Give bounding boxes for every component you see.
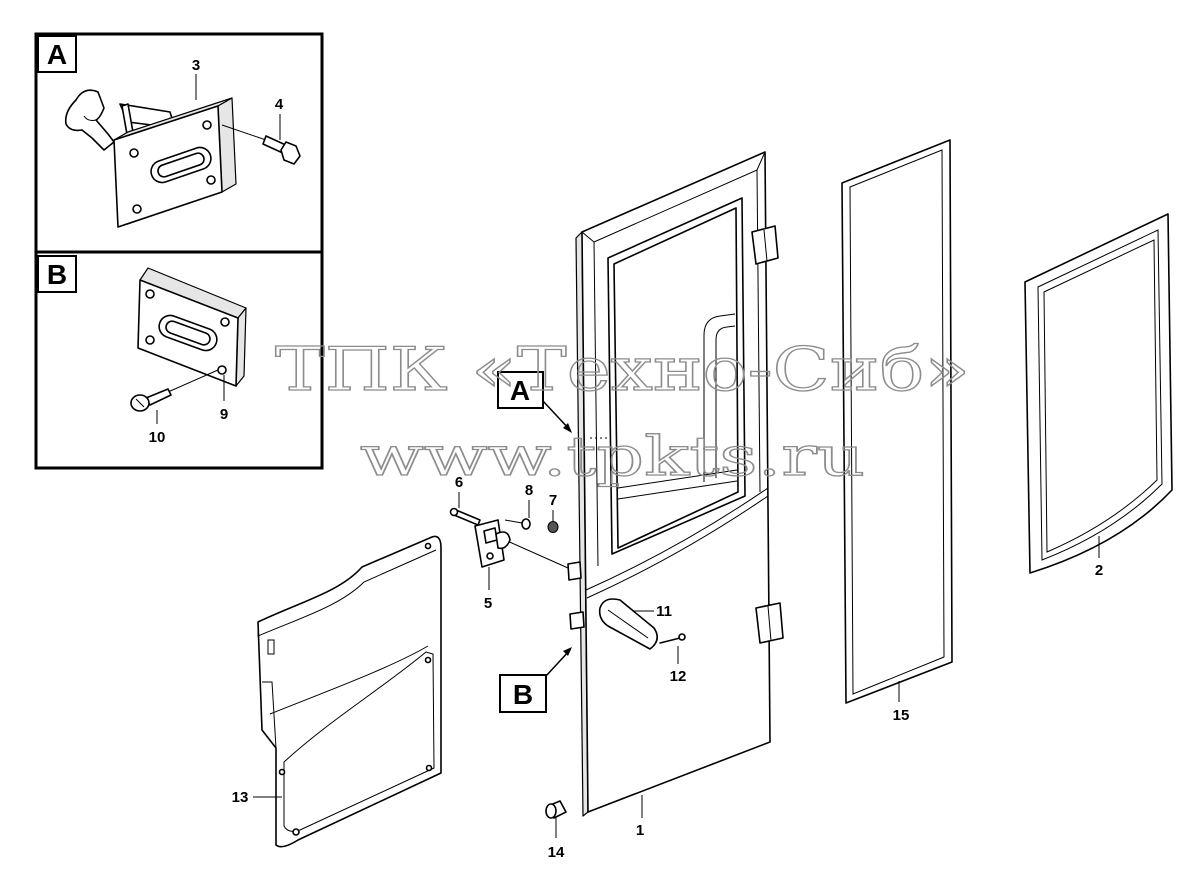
callout-5: 5 <box>484 595 492 612</box>
view-a-callout: A <box>497 371 572 433</box>
stop-part-14 <box>545 800 567 819</box>
callout-13: 13 <box>232 789 249 806</box>
callout-9: 9 <box>220 406 228 423</box>
watermark-url: www.tpkts.ru <box>360 425 865 488</box>
view-b-label: B <box>513 679 533 710</box>
callout-11: 11 <box>656 603 672 620</box>
screw-part-12 <box>659 633 686 644</box>
callout-1: 1 <box>636 822 644 839</box>
watermark: ТПК «Техно-Сиб» www.tpkts.ru <box>274 334 970 488</box>
hinge-bottom-icon <box>755 602 784 644</box>
callout-3: 3 <box>192 57 200 74</box>
bolt-part-4 <box>221 124 301 165</box>
callout-10: 10 <box>149 429 166 446</box>
plate-part-9 <box>137 267 247 387</box>
seal-part-2 <box>1024 213 1173 574</box>
callout-4: 4 <box>275 96 284 113</box>
lock-part-5 <box>474 519 569 569</box>
watermark-company: ТПК «Техно-Сиб» <box>275 335 970 405</box>
view-a-label: A <box>510 375 530 406</box>
screw-part-10 <box>130 369 219 412</box>
callout-8: 8 <box>525 482 533 499</box>
inset-b-label-box <box>37 255 77 293</box>
inset-a-label: A <box>47 39 67 70</box>
callout-7: 7 <box>549 492 557 509</box>
callout-6: 6 <box>455 474 463 491</box>
bolt-part-6 <box>449 507 481 526</box>
callout-2: 2 <box>1095 562 1103 579</box>
inset-b-label: B <box>47 259 67 290</box>
callout-15: 15 <box>893 707 910 724</box>
washer-part-8 <box>504 518 531 530</box>
callout-14: 14 <box>548 844 565 861</box>
hinge-top-icon <box>751 225 779 265</box>
callout-12: 12 <box>670 668 687 685</box>
trim-panel-part-13 <box>257 535 442 848</box>
inset-a-label-box <box>37 35 77 73</box>
inset-b: B 9 10 <box>34 250 324 470</box>
glass-part-15 <box>841 139 953 704</box>
nut-part-7 <box>547 521 559 533</box>
plate-part-3 <box>113 97 237 228</box>
view-b-callout: B <box>499 647 572 713</box>
door-part-1 <box>567 151 784 817</box>
inset-a: A 3 <box>34 32 324 254</box>
handle-part-11 <box>598 598 658 650</box>
